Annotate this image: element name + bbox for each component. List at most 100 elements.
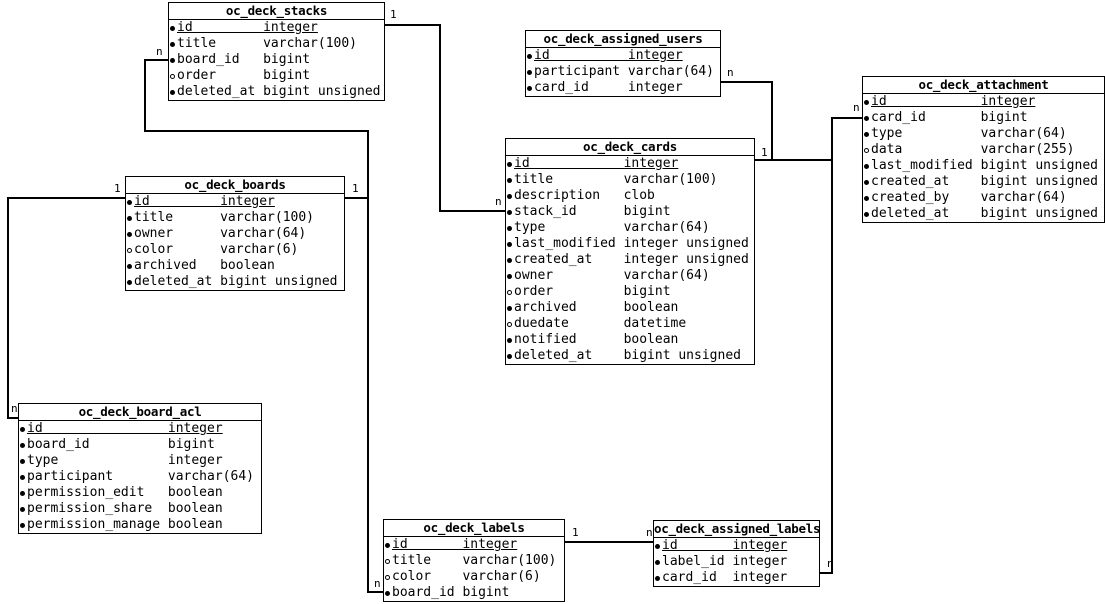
cardinality-label: n <box>727 66 734 79</box>
field-text: id integer <box>27 421 223 436</box>
field-text: order bigint <box>177 68 311 83</box>
field-text: id integer <box>392 537 518 552</box>
field-row-stack_id: stack_id bigint <box>506 204 754 220</box>
field-row-title: title varchar(100) <box>169 36 384 52</box>
field-text: color varchar(6) <box>392 569 541 584</box>
relationship-line-oc_deck_boards-oc_deck_board_acl <box>7 197 125 419</box>
field-row-permission_share: permission_share boolean <box>19 501 261 517</box>
field-row-created_by: created_by varchar(64) <box>863 190 1104 206</box>
required-marker-icon <box>20 506 25 512</box>
field-row-duedate: duedate datetime <box>506 316 754 332</box>
field-row-type: type varchar(64) <box>863 126 1104 142</box>
field-row-id: id integer <box>654 538 819 554</box>
field-text: title varchar(100) <box>514 172 718 187</box>
table-title: oc_deck_labels <box>384 520 564 537</box>
cardinality-label: n <box>374 577 381 590</box>
required-marker-icon <box>127 279 132 285</box>
required-marker-icon <box>864 99 869 105</box>
table-title: oc_deck_assigned_users <box>526 31 720 48</box>
field-row-id: id integer <box>384 537 564 553</box>
field-row-created_at: created_at integer unsigned <box>506 252 754 268</box>
required-marker-icon <box>127 263 132 269</box>
required-marker-icon <box>20 474 25 480</box>
required-marker-icon <box>20 426 25 432</box>
field-text: type varchar(64) <box>514 220 710 235</box>
field-text: title varchar(100) <box>134 210 315 225</box>
field-row-id: id integer <box>126 194 344 210</box>
field-text: color varchar(6) <box>134 242 299 257</box>
field-text: notified boolean <box>514 332 679 347</box>
required-marker-icon <box>655 559 660 565</box>
required-marker-icon <box>507 177 512 183</box>
cardinality-label: n <box>853 101 860 114</box>
required-marker-icon <box>864 211 869 217</box>
cardinality-label: n <box>156 45 163 58</box>
cardinality-label: n <box>495 195 502 208</box>
required-marker-icon <box>127 231 132 237</box>
cardinality-label: 1 <box>390 8 397 21</box>
nullable-marker-icon <box>507 289 512 295</box>
field-text: order bigint <box>514 284 671 299</box>
relationship-line-oc_deck_cards-oc_deck_attachment <box>772 117 862 161</box>
field-row-permission_edit: permission_edit boolean <box>19 485 261 501</box>
required-marker-icon <box>527 69 532 75</box>
field-text: card_id bigint <box>871 110 1028 125</box>
field-text: type integer <box>27 453 223 468</box>
cardinality-label: 1 <box>761 146 768 159</box>
field-row-id: id integer <box>506 156 754 172</box>
field-row-id: id integer <box>169 20 384 36</box>
nullable-marker-icon <box>864 147 869 153</box>
field-row-participant: participant varchar(64) <box>526 64 720 80</box>
field-text: created_by varchar(64) <box>871 190 1067 205</box>
table-title: oc_deck_stacks <box>169 3 384 20</box>
field-row-archived: archived boolean <box>506 300 754 316</box>
required-marker-icon <box>170 25 175 31</box>
field-text: owner varchar(64) <box>514 268 710 283</box>
field-text: participant varchar(64) <box>534 64 715 79</box>
field-row-notified: notified boolean <box>506 332 754 348</box>
field-text: deleted_at bigint unsigned <box>177 84 381 99</box>
field-row-deleted_at: deleted_at bigint unsigned <box>506 348 754 364</box>
required-marker-icon <box>864 115 869 121</box>
field-text: last_modified integer unsigned <box>514 236 749 251</box>
required-marker-icon <box>385 542 390 548</box>
required-marker-icon <box>507 273 512 279</box>
field-text: description clob <box>514 188 655 203</box>
field-row-description: description clob <box>506 188 754 204</box>
nullable-marker-icon <box>385 574 390 580</box>
required-marker-icon <box>507 193 512 199</box>
field-row-id: id integer <box>19 421 261 437</box>
field-text: deleted_at bigint unsigned <box>871 206 1098 221</box>
field-row-label_id: label_id integer <box>654 554 819 570</box>
required-marker-icon <box>507 161 512 167</box>
field-text: duedate datetime <box>514 316 687 331</box>
field-row-participant: participant varchar(64) <box>19 469 261 485</box>
field-text: data varchar(255) <box>871 142 1075 157</box>
field-row-title: title varchar(100) <box>126 210 344 226</box>
required-marker-icon <box>864 179 869 185</box>
cardinality-label: n <box>11 402 18 415</box>
required-marker-icon <box>385 590 390 596</box>
table-title: oc_deck_attachment <box>863 77 1104 94</box>
field-row-board_id: board_id bigint <box>384 585 564 601</box>
nullable-marker-icon <box>507 321 512 327</box>
nullable-marker-icon <box>385 558 390 564</box>
field-row-order: order bigint <box>169 68 384 84</box>
field-row-type: type integer <box>19 453 261 469</box>
field-row-deleted_at: deleted_at bigint unsigned <box>169 84 384 100</box>
field-row-deleted_at: deleted_at bigint unsigned <box>126 274 344 290</box>
field-text: stack_id bigint <box>514 204 671 219</box>
field-row-card_id: card_id bigint <box>863 110 1104 126</box>
relationship-line-oc_deck_stacks-oc_deck_cards <box>385 24 505 212</box>
field-text: id integer <box>134 194 275 209</box>
required-marker-icon <box>20 490 25 496</box>
field-row-title: title varchar(100) <box>506 172 754 188</box>
